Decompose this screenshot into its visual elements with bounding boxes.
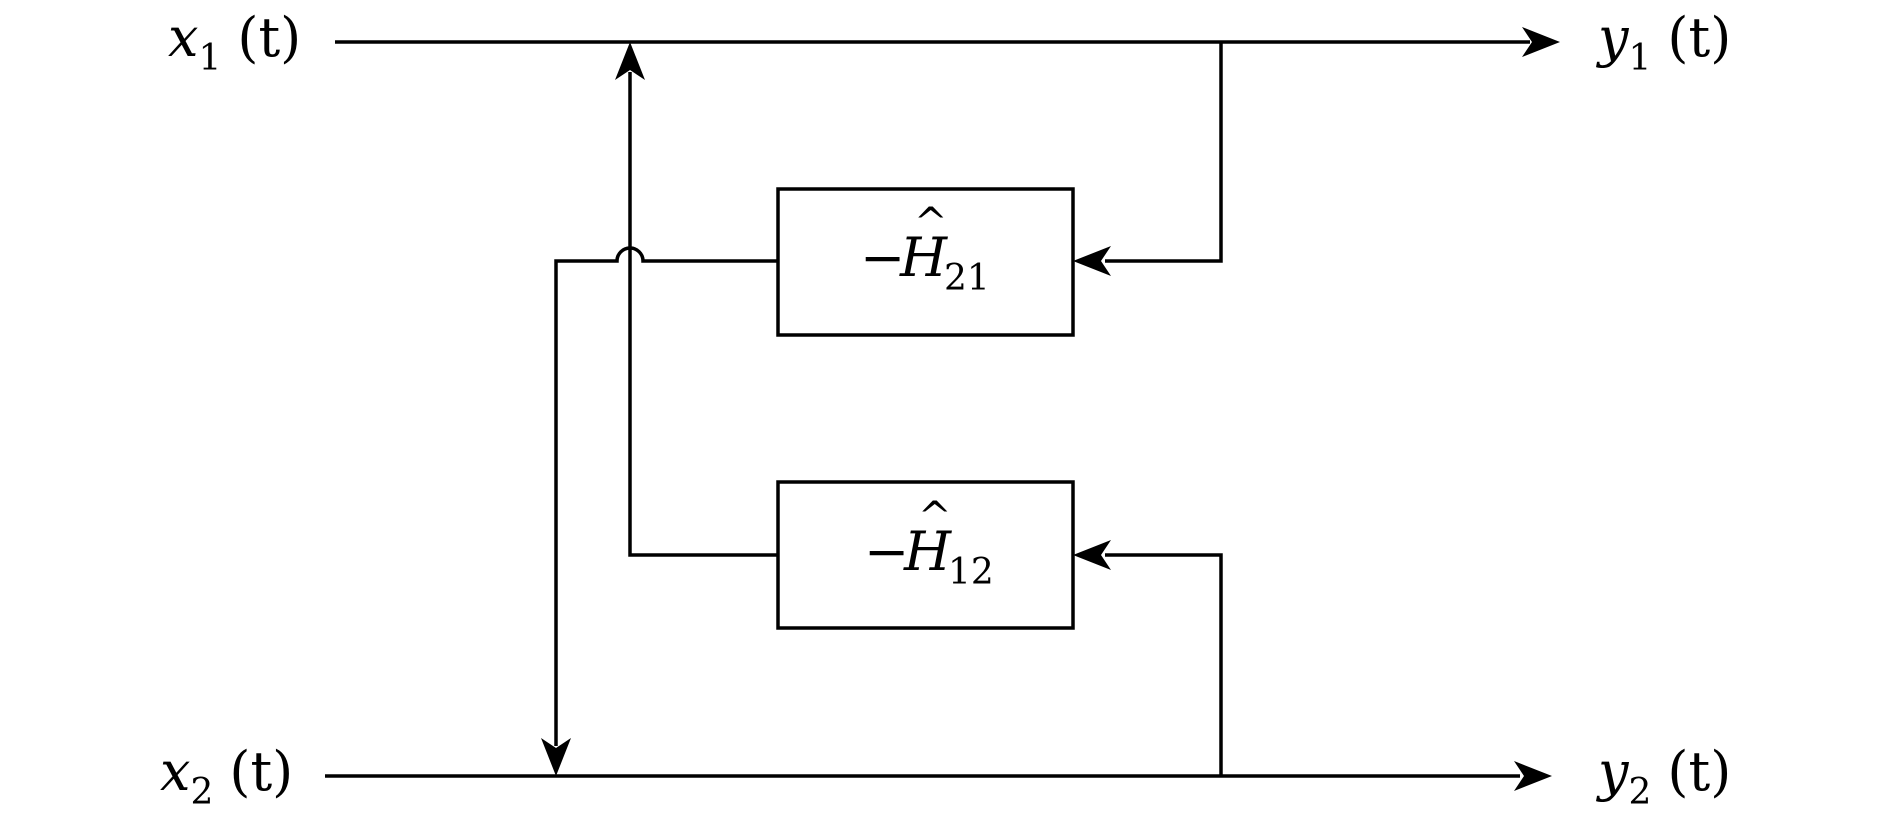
h12-output-wire	[628, 72, 778, 557]
h21-var: H	[899, 226, 948, 289]
x1-label: x1(t)	[168, 6, 301, 79]
y2-arrowhead	[1514, 761, 1552, 791]
block-h12-label: − H ^ 12	[864, 494, 994, 593]
h12-sub: 12	[948, 552, 994, 593]
block-h21-label: − H ^ 21	[860, 200, 990, 299]
h12-hat: ^	[918, 494, 952, 540]
h21-input-arrowhead	[1073, 246, 1111, 276]
y2-label: y2(t)	[1596, 740, 1731, 813]
y1-label: y1(t)	[1596, 6, 1731, 79]
h21-hat: ^	[914, 200, 948, 246]
block-h21	[776, 187, 1075, 337]
h21-output-wire	[554, 246, 778, 746]
y1-arrowhead	[1522, 27, 1560, 57]
h12-var: H	[903, 520, 952, 583]
x2-label: x2(t)	[160, 740, 293, 813]
h12-input-arrowhead	[1073, 540, 1111, 570]
h21-input-wire	[1105, 42, 1223, 263]
h12-output-arrowhead	[615, 42, 645, 80]
h12-input-wire	[1105, 553, 1223, 776]
h12-sign: −	[864, 520, 909, 583]
h21-sign: −	[860, 226, 905, 289]
h21-sub: 21	[944, 258, 990, 299]
block-h12	[776, 480, 1075, 630]
h21-output-arrowhead	[541, 738, 571, 776]
